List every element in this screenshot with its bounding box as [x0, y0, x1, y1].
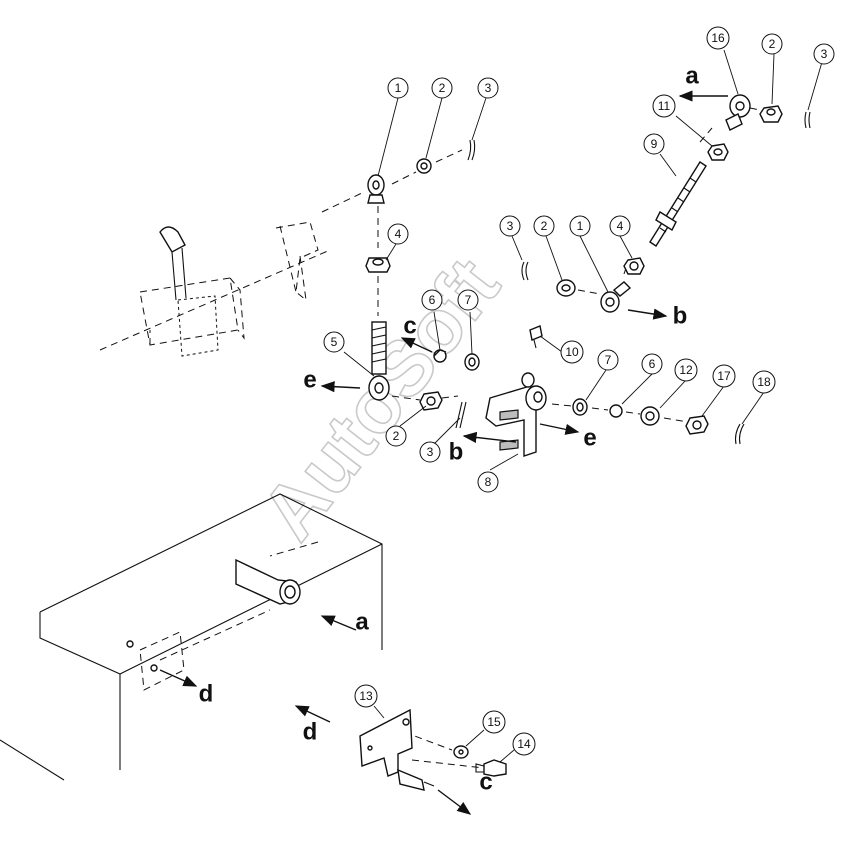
cotter-pin-3-upper: [467, 139, 476, 161]
svg-text:6: 6: [429, 293, 436, 307]
rod-end-1-upper: [367, 174, 385, 204]
direction-arrows: [159, 90, 728, 815]
svg-text:2: 2: [769, 37, 776, 51]
bushing-6-right: [609, 404, 623, 418]
callout-4-left: 4: [387, 223, 409, 245]
cotter-pin-3-right: [521, 261, 529, 281]
svg-text:9: 9: [651, 137, 658, 151]
callout-1-upper: 1: [387, 77, 409, 99]
label-a-top: a: [685, 63, 699, 90]
cotter-pin-3-mid: [455, 401, 467, 429]
callout-6-left: 6: [421, 289, 443, 311]
rod-end-1-mid: [600, 281, 632, 313]
callout-12: 12: [674, 358, 698, 382]
nut-11: [707, 143, 729, 161]
callout-10: 10: [560, 340, 584, 364]
label-a-low: a: [355, 609, 369, 636]
callout-3-upper: 3: [477, 77, 499, 99]
svg-text:2: 2: [541, 219, 548, 233]
svg-text:13: 13: [359, 689, 373, 703]
callout-4-right: 4: [609, 215, 631, 237]
rod-end-16: [725, 94, 751, 131]
assembly-guide-lines: [159, 107, 761, 769]
nut-2-topright: [759, 105, 783, 123]
label-b-mid: b: [449, 439, 464, 466]
label-b-right: b: [673, 303, 688, 330]
callout-17: 17: [712, 364, 736, 388]
callout-2-topright: 2: [761, 33, 783, 55]
nut-2-right: [556, 279, 576, 297]
svg-text:15: 15: [487, 715, 501, 729]
washer-15: [453, 745, 469, 759]
callout-3-right: 3: [499, 215, 521, 237]
callout-7-left: 7: [457, 289, 479, 311]
label-d-left: d: [303, 719, 318, 746]
svg-text:4: 4: [395, 227, 402, 241]
svg-text:5: 5: [331, 335, 338, 349]
label-d-right: d: [199, 681, 214, 708]
label-c-bottom: c: [479, 769, 492, 796]
bolt-14: [475, 759, 507, 777]
callout-7-right: 7: [597, 349, 619, 371]
callout-11: 11: [652, 94, 676, 118]
bushing-6-left: [433, 349, 447, 363]
washer-7-right: [572, 398, 588, 416]
svg-text:14: 14: [517, 737, 531, 751]
callout-16: 16: [706, 26, 730, 50]
svg-text:2: 2: [439, 81, 446, 95]
callout-14: 14: [512, 732, 536, 756]
pump-housing: [0, 493, 383, 781]
control-lever-assembly: [99, 221, 331, 357]
label-c-left: c: [403, 313, 416, 340]
callout-13: 13: [354, 684, 378, 708]
svg-text:18: 18: [757, 375, 771, 389]
callout-6-right: 6: [641, 353, 663, 375]
svg-text:4: 4: [617, 219, 624, 233]
callout-18: 18: [752, 370, 776, 394]
callout-2-mid: 2: [385, 425, 407, 447]
cotter-pin-3-topright: [804, 111, 811, 129]
callout-3-mid: 3: [419, 441, 441, 463]
svg-text:3: 3: [427, 445, 434, 459]
callout-1-mid: 1: [569, 215, 591, 237]
svg-text:3: 3: [485, 81, 492, 95]
svg-text:6: 6: [649, 357, 656, 371]
bell-crank-8: [485, 372, 547, 457]
callout-9: 9: [643, 133, 665, 155]
threaded-rod-9: [649, 161, 707, 247]
svg-text:3: 3: [821, 47, 828, 61]
nut-4-right: [623, 257, 645, 275]
svg-text:1: 1: [577, 219, 584, 233]
callout-8: 8: [477, 471, 499, 493]
callout-2-upper: 2: [431, 77, 453, 99]
svg-text:7: 7: [465, 293, 472, 307]
svg-text:3: 3: [507, 219, 514, 233]
callout-5: 5: [323, 331, 345, 353]
callout-15: 15: [482, 710, 506, 734]
eye-rod-5: [368, 321, 390, 401]
lever-bracket-13: [359, 708, 435, 791]
washer-7-left: [464, 353, 480, 371]
svg-text:1: 1: [395, 81, 402, 95]
callout-3-topright: 3: [813, 43, 835, 65]
callout-leaders: [343, 49, 823, 763]
nut-2-mid: [419, 391, 443, 411]
label-e-left: e: [303, 367, 316, 394]
svg-text:16: 16: [711, 31, 725, 45]
label-e-right: e: [583, 425, 596, 452]
svg-text:10: 10: [565, 345, 579, 359]
svg-text:7: 7: [605, 353, 612, 367]
svg-text:2: 2: [393, 429, 400, 443]
nut-2-upper: [416, 158, 432, 174]
svg-text:17: 17: [717, 369, 731, 383]
svg-text:12: 12: [679, 363, 693, 377]
callout-2-right: 2: [533, 215, 555, 237]
svg-text:8: 8: [485, 475, 492, 489]
spacer-12: [640, 406, 660, 426]
nut-17: [685, 415, 709, 435]
grease-fitting-10: [529, 325, 543, 349]
cotter-pin-18: [734, 423, 745, 445]
svg-text:11: 11: [658, 99, 671, 113]
